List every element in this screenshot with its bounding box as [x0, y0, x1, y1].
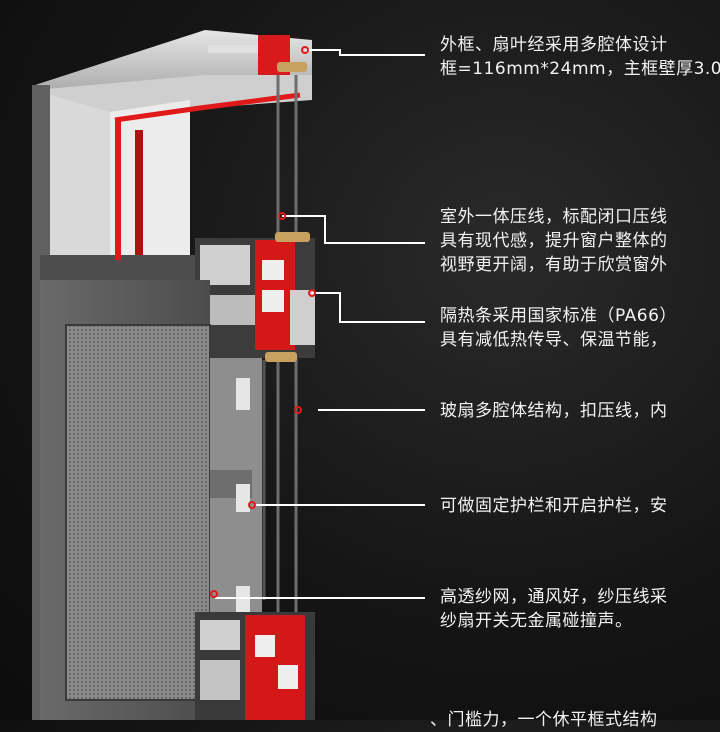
callout-line: 具有减低热传导、保温节能，	[440, 330, 668, 350]
callout-line: 可做固定护栏和开启护栏，安	[440, 496, 668, 516]
callout-line: 框=116mm*24mm，主框壁厚3.0	[440, 59, 720, 79]
callout-line: 玻扇多腔体结构，扣压线，内	[440, 401, 668, 421]
callout-leaders	[215, 49, 425, 599]
callout-line: 室外一体压线，标配闭口压线	[440, 207, 668, 227]
callout-line: 、门槛力，一个休平框式结构	[430, 710, 658, 730]
callout-line: 隔热条采用国家标准（PA66）	[440, 306, 677, 326]
callout-line: 外框、扇叶经采用多腔体设计	[440, 35, 668, 55]
callout-glass-sash: 玻扇多腔体结构，扣压线，内	[440, 399, 668, 423]
callout-line: 具有现代感，提升窗户整体的	[440, 231, 668, 251]
callout-frame-design: 外框、扇叶经采用多腔体设计 框=116mm*24mm，主框壁厚3.0	[440, 33, 720, 81]
callout-line: 视野更开阔，有助于欣赏窗外	[440, 255, 668, 275]
callout-thermal-strip: 隔热条采用国家标准（PA66） 具有减低热传导、保温节能，	[440, 304, 677, 352]
callout-guardrail: 可做固定护栏和开启护栏，安	[440, 494, 668, 518]
lower-sash-frame	[40, 280, 262, 720]
callout-threshold: 、门槛力，一个休平框式结构	[430, 708, 658, 732]
transom-profile	[195, 232, 315, 362]
callout-pressure-line: 室外一体压线，标配闭口压线 具有现代感，提升窗户整体的 视野更开阔，有助于欣赏窗…	[440, 205, 668, 277]
bottom-profile	[195, 612, 315, 720]
upper-red-chambers	[114, 35, 307, 260]
callout-dots	[210, 46, 316, 598]
callout-line: 高透纱网，通风好，纱压线采	[440, 587, 668, 607]
callout-line: 纱扇开关无金属碰撞声。	[440, 611, 633, 631]
callout-screen-mesh: 高透纱网，通风好，纱压线采 纱扇开关无金属碰撞声。	[440, 585, 668, 633]
